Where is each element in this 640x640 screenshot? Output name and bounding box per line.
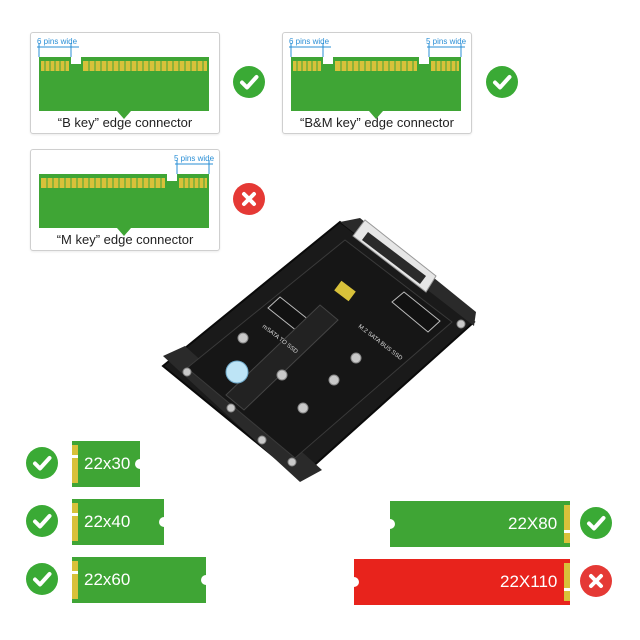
m-key-right-annotation: 5 pins wide [174,154,215,163]
card-size-22x110: 22X110 [354,559,570,605]
card-22x30-board [72,441,140,487]
bm-key-left-annotation: 6 pins wide [289,37,330,46]
b-key-connector-drawing: 6 pins wide [37,37,209,119]
size-22x30-check-icon [26,447,58,479]
bm-key-check-icon [486,66,518,98]
size-22x40-check-icon [26,505,58,537]
bm-key-right-annotation: 5 pins wide [426,37,467,46]
card-22x80-board [390,501,570,547]
edge-connector-card-b-key: 6 pins wide “B key” edge connector [30,32,220,134]
edge-connector-card-bm-key: 6 pins wide 5 pins wide “B&M key” edge c… [282,32,472,134]
edge-connector-card-m-key: 5 pins wide “M key” edge connector [30,149,220,251]
adapter-right-slot-label: M.2 SATA BUS SSD [357,324,404,362]
adapter-left-slot-label: mSATA TO SSD [261,324,299,356]
card-22x110-label: 22X110 [500,572,558,591]
size-22x80-check-icon [580,507,612,539]
size-22x60-check-icon [26,563,58,595]
card-22x110-board [354,559,570,605]
card-22x60-label: 22x60 [84,570,131,589]
m-key-cross-icon [233,183,265,215]
card-22x40-board [72,499,164,545]
card-22x80-label: 22X80 [508,514,558,533]
bm-key-connector-drawing: 6 pins wide 5 pins wide [289,37,467,119]
b-key-check-icon [233,66,265,98]
card-size-22x60: 22x60 [72,557,206,603]
b-key-left-annotation: 6 pins wide [37,37,78,46]
m-key-caption: “M key” edge connector [56,232,194,247]
card-22x40-label: 22x40 [84,512,131,531]
m-key-connector-drawing: 5 pins wide [39,154,215,236]
b-key-caption: “B key” edge connector [57,115,193,130]
size-22x110-cross-icon [580,565,612,597]
card-size-22x40: 22x40 [72,499,164,545]
card-22x30-label: 22x30 [84,454,131,473]
card-22x60-board [72,557,206,603]
card-size-22x30: 22x30 [72,441,140,487]
bm-key-caption: “B&M key” edge connector [300,115,454,130]
card-size-22x80: 22X80 [390,501,570,547]
